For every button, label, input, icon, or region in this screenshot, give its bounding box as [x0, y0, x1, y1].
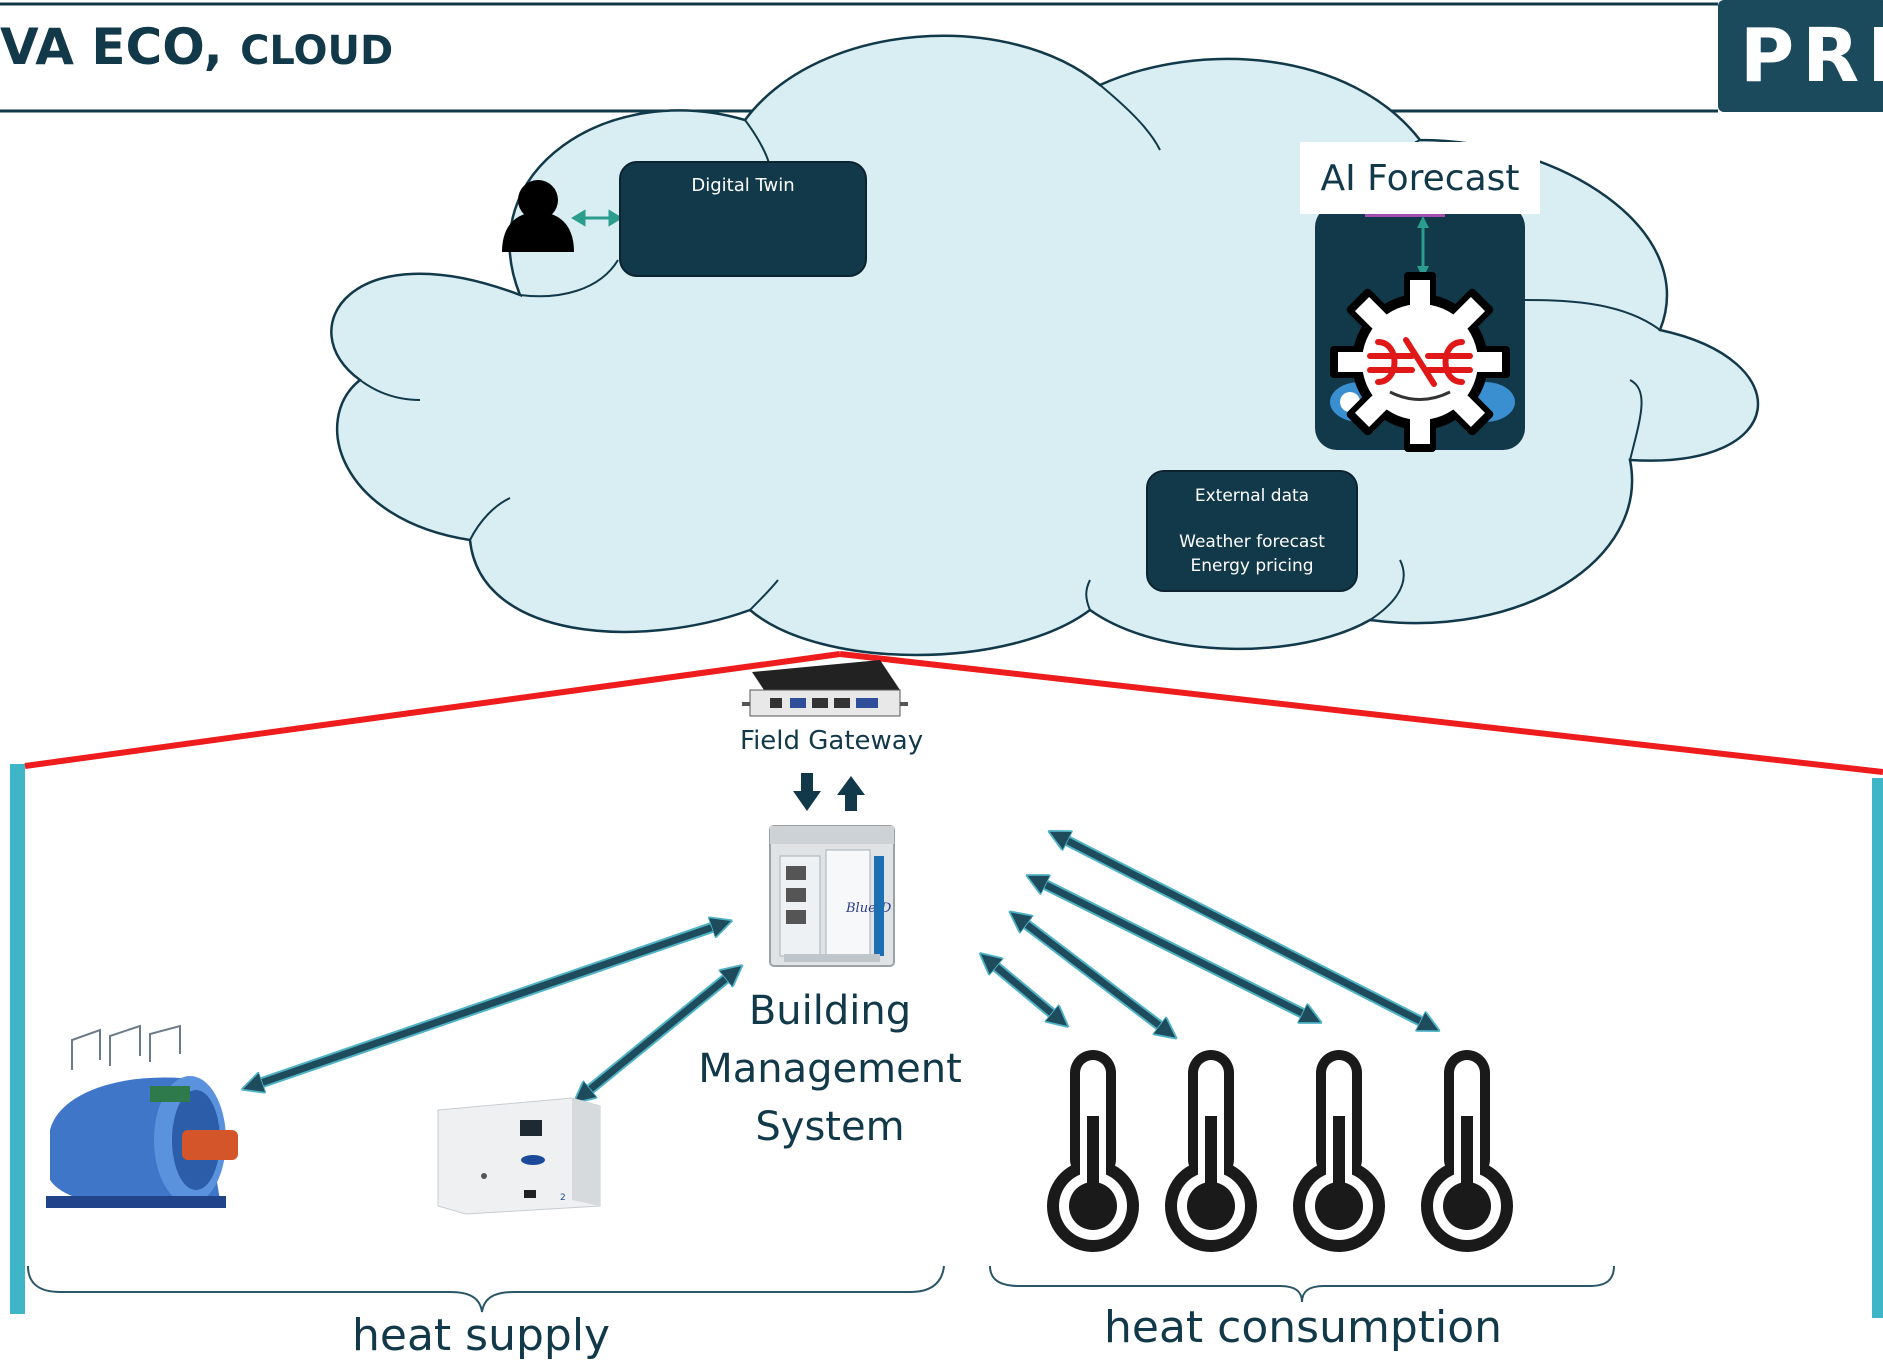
red-boundary-left: [24, 651, 841, 769]
external-data-title: External data: [1194, 486, 1310, 506]
user-twin-link: [571, 209, 623, 227]
boiler-device: [46, 1024, 238, 1208]
bms-controller-device: BlueID: [769, 825, 895, 967]
external-data-item: Energy pricing: [1190, 556, 1314, 576]
thermometer-icon: [1047, 1050, 1139, 1252]
bms-device-arrows: [252, 836, 1430, 1096]
ai-gear-icon: [1330, 272, 1510, 452]
svg-text:BlueID: BlueID: [845, 901, 892, 916]
bms-label-line: System: [755, 1104, 905, 1150]
field-gateway-label: Field Gateway: [740, 726, 924, 756]
external-data-box: External data Weather forecast Energy pr…: [1146, 470, 1358, 592]
page-title: VA ECO, CLOUD: [0, 18, 393, 76]
digital-twin-label: Digital Twin: [691, 175, 795, 196]
heat-consumption-label: heat consumption: [1104, 1302, 1503, 1353]
brand-badge-text: PRI: [1740, 13, 1883, 99]
left-side-bar: [10, 764, 25, 1314]
page-title-main: VA ECO,: [0, 18, 223, 76]
heat-pump-device: 2: [437, 1097, 601, 1215]
external-data-item: Weather forecast: [1179, 532, 1325, 552]
user-icon: [502, 180, 574, 252]
thermometer-icons: [1047, 1050, 1513, 1252]
brand-badge: PRI: [1718, 0, 1883, 112]
red-boundary-right: [839, 651, 1883, 775]
thermometer-icon: [1293, 1050, 1385, 1252]
thermometer-icon: [1165, 1050, 1257, 1252]
heat-supply-label: heat supply: [352, 1310, 611, 1361]
thermometer-icon: [1421, 1050, 1513, 1252]
gateway-bms-arrows: [793, 773, 865, 811]
svg-text:2: 2: [560, 1193, 566, 1203]
ai-forecast-label: AI Forecast: [1300, 142, 1540, 214]
heat-consumption-brace: [989, 1265, 1615, 1303]
field-gateway-device: [742, 660, 908, 717]
digital-twin-box: Digital Twin: [619, 161, 867, 277]
right-side-bar: [1872, 778, 1883, 1318]
cloud-shape: [330, 34, 1760, 657]
bms-label-line: Building: [748, 988, 912, 1034]
heat-supply-brace: [27, 1265, 945, 1313]
bms-label: Building Management System: [690, 982, 970, 1156]
bms-label-line: Management: [698, 1046, 962, 1092]
page-title-sub: CLOUD: [240, 28, 394, 74]
